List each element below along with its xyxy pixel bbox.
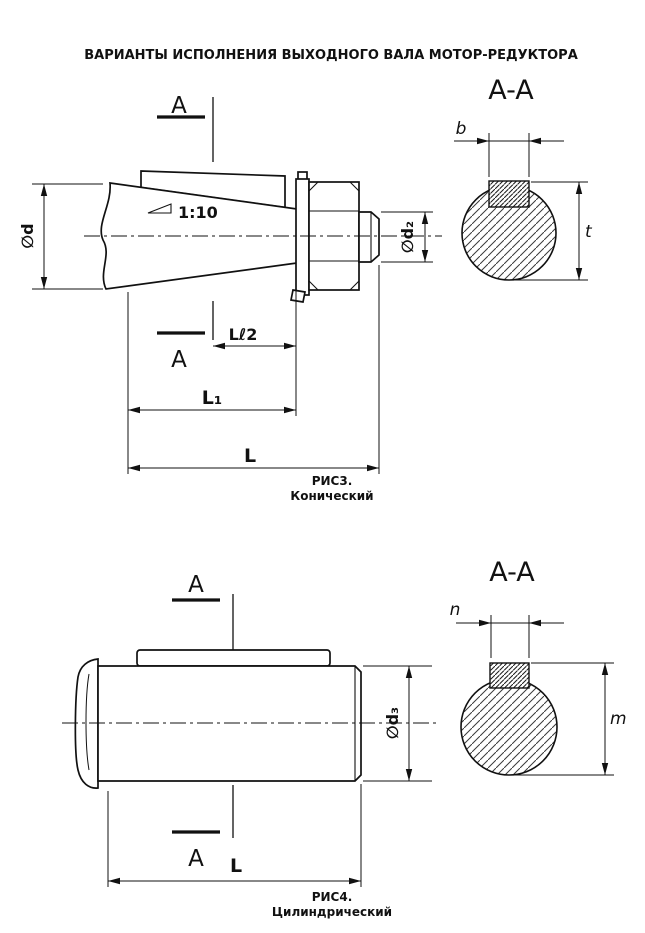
fig3-section-marker-top: A [171, 93, 187, 119]
fig3-section-marker-bottom: A [171, 347, 187, 373]
fig3-nut-chamfer-3 [308, 280, 319, 291]
fig4-caption-name: Цилиндрический [272, 905, 392, 919]
fig3-dim-L-label: L [244, 445, 256, 467]
fig3-dim-L1-label: L₁ [202, 387, 222, 409]
fig3-nut-chamfer-1 [308, 181, 319, 192]
fig4-section-marker-bottom: A [188, 846, 204, 872]
fig3-dim-b-label: b [456, 119, 467, 139]
fig4-dim-L-label: L [230, 855, 242, 877]
fig3-key-section [488, 180, 530, 208]
fig4-cylindrical-shaft-view: A ∅d₃ A L РИС4. Цилиндрический [62, 572, 436, 919]
fig4-section-circle [460, 678, 558, 776]
fig3-nut-chamfer-4 [349, 280, 360, 291]
fig3-dim-d2-label: ∅d₂ [398, 221, 417, 253]
fig4-shaft-left-cap [74, 658, 99, 789]
fig3-taper-symbol [147, 203, 172, 214]
fig4-section-title: A-A [489, 557, 535, 588]
fig4-key-outline [136, 649, 331, 667]
fig3-dim-t-label: t [585, 222, 593, 242]
fig3-taper-label: 1:10 [178, 203, 218, 222]
fig3-section-title: A-A [488, 75, 534, 106]
fig3-caption-number: РИС3. [312, 474, 353, 488]
fig3-thread-end [358, 211, 380, 263]
fig4-dim-d3-label: ∅d₃ [383, 707, 402, 739]
fig3-washer [295, 178, 310, 296]
fig4-left-cap-inner-line [85, 673, 90, 771]
fig3-caption-name: Конический [290, 489, 373, 503]
fig4-key-section [489, 662, 530, 689]
fig3-dim-d-label: ∅d [18, 223, 37, 248]
fig4-dim-m-label: m [610, 709, 627, 729]
fig4-section-marker-top: A [188, 572, 204, 598]
fig4-dim-n-label: n [450, 600, 461, 620]
drawing-title: ВАРИАНТЫ ИСПОЛНЕНИЯ ВЫХОДНОГО ВАЛА МОТОР… [84, 48, 578, 63]
fig3-conical-shaft-view: A 1:10 A ∅d [18, 93, 442, 503]
fig4-caption-number: РИС4. [312, 890, 353, 904]
fig3-nut-chamfer-2 [349, 181, 360, 192]
fig3-washer-bottom-tab [289, 289, 307, 303]
fig3-dim-offset-label: Lℓ2 [229, 325, 258, 344]
fig3-section-view: A-A b t [454, 75, 593, 281]
fig4-section-view: A-A n m [450, 557, 627, 776]
